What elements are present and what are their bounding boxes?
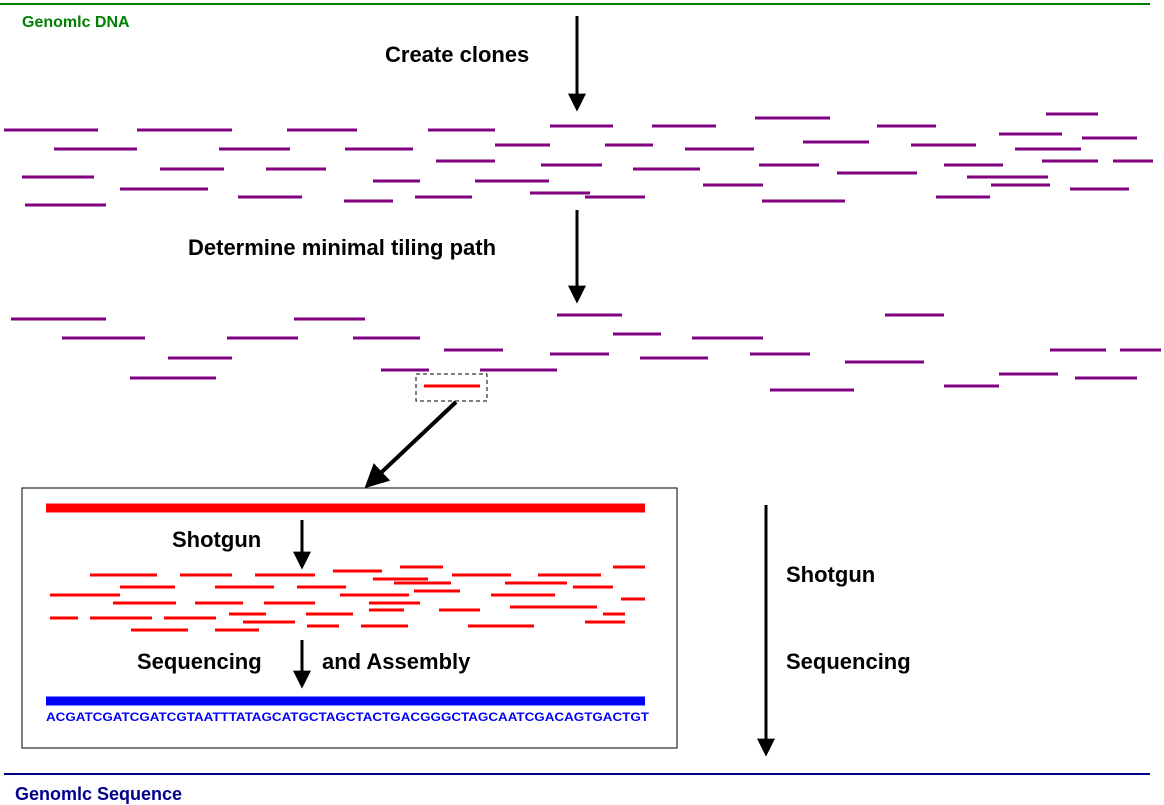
create-clones-label: Create clones: [385, 42, 529, 67]
clone-library: [4, 112, 1153, 207]
and-assembly-label: and Assembly: [322, 649, 471, 674]
sequencing-inner-label: Sequencing: [137, 649, 262, 674]
shotgun-fragments: [50, 565, 645, 632]
shotgun-inner-label: Shotgun: [172, 527, 261, 552]
clone-sequencing-inset: [21, 487, 678, 749]
genomic-sequence-label: Genomlc Sequence: [15, 784, 182, 804]
genomic-dna-label: Genomlc DNA: [22, 14, 130, 31]
dna-sequence-text: ACGATCGATCGATCGTAATTTATAGCATGCTAGCTACTGA…: [46, 710, 650, 724]
shotgun-right-label: Shotgun: [786, 562, 875, 587]
tiling-path-label: Determine minimal tiling path: [188, 235, 496, 260]
sequencing-right-label: Sequencing: [786, 649, 911, 674]
selection-box: [415, 373, 488, 402]
diagonal-arrow-icon: [364, 400, 458, 489]
tiling-path-clones: [11, 313, 1161, 392]
